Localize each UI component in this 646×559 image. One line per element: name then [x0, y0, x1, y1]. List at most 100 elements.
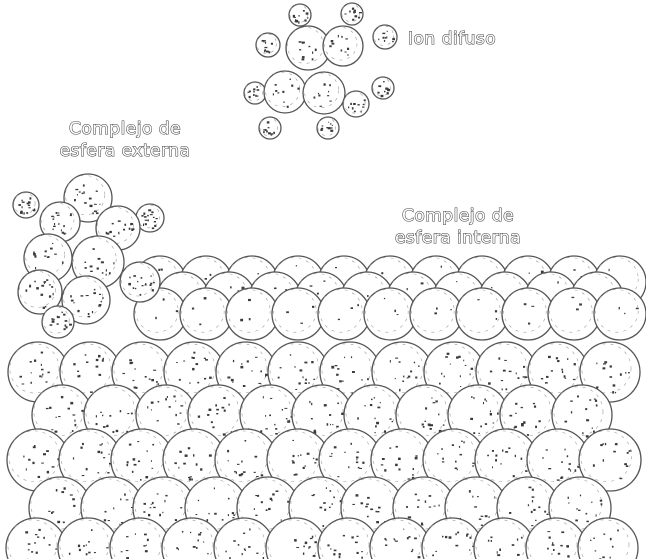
diffuse-ion-atom-texture [321, 128, 323, 130]
surface-atom-texture [86, 545, 87, 546]
surface-atom-texture [49, 544, 51, 546]
surface-atom-texture [428, 424, 431, 426]
label-esfera-externa: Complejo de esfera externa [40, 118, 210, 162]
surface-atom-back-texture [155, 317, 157, 319]
outer-complex-atom-texture [44, 256, 47, 257]
surface-atom-texture [509, 415, 512, 417]
surface-atom-texture [595, 550, 597, 551]
label-esfera-externa-line1: Complejo de [40, 118, 210, 140]
surface-atom-back-texture [381, 272, 383, 274]
surface-atom-texture [86, 468, 88, 470]
diffuse-ion-atom-texture [383, 37, 385, 39]
outer-complex-atom-texture [51, 318, 53, 320]
surface-atom-texture [308, 547, 309, 549]
outer-complex-atom-texture [69, 324, 72, 326]
surface-atom-texture [596, 404, 598, 406]
surface-atom-texture [395, 464, 398, 466]
surface-atom-texture [311, 418, 313, 419]
outer-complex-atom-texture [90, 266, 93, 268]
surface-atom-texture [223, 397, 225, 399]
surface-atom-texture [270, 498, 272, 500]
surface-atom-back-texture [230, 286, 232, 288]
surface-atom-back-texture [573, 269, 575, 270]
surface-atom-texture [484, 399, 486, 401]
surface-atom-texture [193, 546, 196, 548]
surface-atom-texture [375, 432, 376, 433]
surface-atom-texture [174, 462, 177, 464]
diffuse-ion-atom-texture [345, 38, 347, 39]
surface-atom-texture [196, 363, 199, 365]
surface-atom-texture [101, 452, 103, 454]
diffuse-ion-atom-texture [297, 88, 299, 90]
surface-atom-texture [403, 376, 404, 378]
outer-complex-atom-texture [148, 209, 151, 211]
surface-atom-texture [351, 356, 352, 358]
diffuse-ion-atom-texture [329, 45, 331, 47]
surface-atom-texture [303, 376, 304, 378]
surface-atom-texture [435, 400, 437, 402]
diffuse-ion-atom-texture [326, 127, 328, 128]
outer-complex-atom-texture [54, 254, 57, 255]
outer-complex-atom-texture [58, 213, 60, 214]
outer-complex-atom-texture [96, 191, 98, 192]
surface-atom-texture [207, 414, 209, 416]
surface-atom-texture [523, 366, 525, 368]
surface-atom-texture [442, 536, 444, 538]
surface-atom-texture [209, 377, 212, 379]
surface-atom-texture [143, 511, 145, 513]
outer-complex-atom-texture [106, 274, 107, 276]
outer-complex-atom-texture [52, 320, 55, 323]
surface-atom-texture [193, 454, 194, 456]
surface-atom-texture [79, 549, 81, 551]
surface-atom-texture [224, 410, 226, 412]
diffuse-ion-atom-texture [299, 49, 301, 50]
surface-atom-texture [527, 434, 529, 436]
diffuse-ion-atom-texture [315, 49, 317, 52]
surface-atom-texture [157, 493, 159, 494]
outer-complex-atom-texture [152, 227, 154, 229]
surface-atom-texture [445, 536, 447, 538]
surface-atom-back-texture [296, 265, 297, 266]
surface-atom-texture [147, 450, 148, 452]
surface-atom-back-texture [312, 306, 314, 308]
surface-atom-texture [342, 381, 344, 382]
surface-atom-texture [410, 371, 412, 373]
outer-complex-atom-texture [36, 287, 39, 289]
surface-atom-texture [331, 366, 334, 368]
surface-atom-texture [395, 358, 398, 359]
surface-atom-texture [182, 531, 183, 533]
surface-atom-texture [48, 372, 50, 374]
surface-atom-texture [403, 529, 404, 530]
diffuse-ion-atom-texture [309, 46, 311, 47]
surface-atom-texture [148, 514, 150, 516]
surface-atom-texture [364, 405, 365, 406]
surface-atom-back-texture [609, 269, 610, 271]
surface-atom-texture [263, 396, 264, 398]
surface-atom-texture [305, 465, 306, 466]
surface-atom-back-texture [624, 313, 625, 314]
surface-atom-texture [375, 425, 377, 427]
surface-atom-texture [534, 406, 536, 408]
surface-atom-texture [207, 553, 209, 554]
surface-atom-texture [532, 489, 534, 491]
surface-atom-texture [457, 469, 458, 470]
surface-atom-texture [38, 476, 41, 478]
surface-atom-texture [332, 503, 333, 505]
surface-atom-texture [512, 544, 515, 546]
outer-complex-atom-texture [90, 271, 93, 272]
outer-complex-atom-texture [142, 285, 144, 286]
surface-atom-texture [439, 383, 441, 385]
surface-atom-texture [417, 506, 419, 508]
surface-atom-texture [149, 379, 151, 380]
surface-atom-texture [625, 372, 626, 374]
surface-atom-texture [133, 380, 135, 381]
surface-atom-texture [458, 356, 460, 358]
outer-complex-atom-texture [151, 211, 153, 213]
surface-atom-texture [392, 421, 393, 422]
diffuse-ion-atom-texture [291, 85, 293, 87]
surface-atom-texture [564, 375, 566, 377]
surface-atom-texture [232, 381, 233, 382]
surface-atom-texture [298, 455, 299, 457]
diffuse-ion-atom-texture [350, 103, 352, 105]
